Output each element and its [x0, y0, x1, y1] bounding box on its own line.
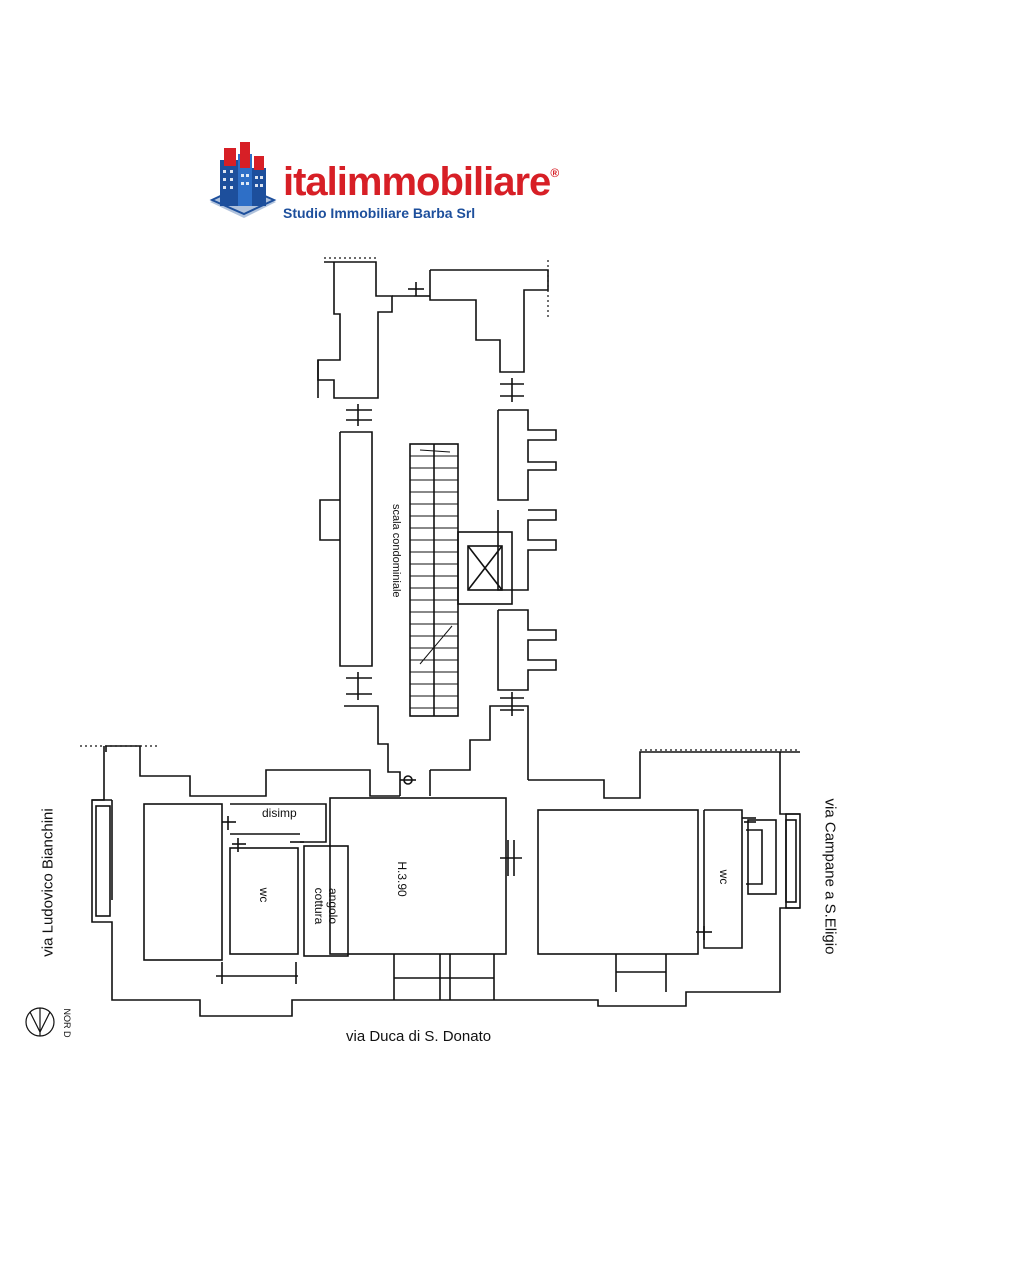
apartment-walls [91, 745, 801, 1017]
compass-label: NOR D [62, 1008, 72, 1038]
street-right-label: via Campane a S.Eligio [821, 798, 839, 955]
north-compass-icon [25, 1007, 55, 1037]
wc-left-label: wc [257, 887, 271, 903]
brand-subtitle: Studio Immobiliare Barba Srl [283, 205, 476, 221]
wc-right-label: wc [717, 869, 731, 885]
disimp-label: disimp [262, 806, 297, 820]
angolo-cottura-label: angolo cottura [312, 887, 340, 925]
street-left-label: via Ludovico Bianchini [39, 808, 57, 957]
street-bottom-label: via Duca di S. Donato [346, 1028, 492, 1045]
stair-label: scala condominiale [390, 504, 402, 598]
brand-name: italimmobiliare® [283, 160, 559, 204]
staircase [409, 443, 459, 717]
room-height-label: H.3.90 [395, 861, 409, 897]
building-logo-icon [209, 142, 277, 218]
